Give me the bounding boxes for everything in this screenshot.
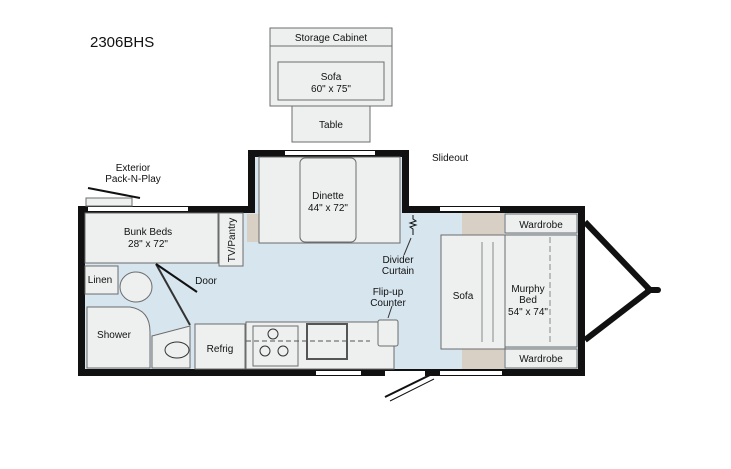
divider-label-2: Curtain [382, 266, 414, 277]
sofa-label: Sofa [453, 291, 474, 302]
divider-label-1: Divider [382, 255, 414, 266]
model-name: 2306BHS [90, 34, 154, 51]
table [291, 105, 371, 143]
linen [84, 265, 119, 295]
door-label: Door [195, 276, 217, 287]
stove-icon [252, 325, 299, 367]
linen-label: Linen [88, 275, 112, 286]
wardrobe-top-label: Wardrobe [519, 220, 563, 231]
tv-pantry-label: TV/Pantry [227, 218, 238, 262]
wardrobe-top [504, 213, 578, 234]
bunk-beds-label: Bunk Beds [124, 227, 172, 238]
tv-pantry [218, 212, 244, 267]
walls [78, 150, 585, 376]
bunk-beds-size: 28" x 72" [128, 239, 168, 250]
slide-sofa-size: 60" x 75" [311, 84, 351, 95]
shower [86, 306, 151, 369]
flip-up-label-2: Counter [370, 298, 406, 309]
slide-sofa-cushion [277, 61, 385, 101]
hitch [582, 219, 655, 343]
pack-n-play [85, 197, 133, 207]
murphy-size: 54" x 74" [508, 307, 548, 318]
slideout-label: Slideout [432, 153, 468, 164]
murphy-bed [504, 234, 578, 348]
slideout-furniture: Storage Cabinet Sofa 60" x 75" Table [269, 27, 393, 143]
storage-cabinet-label: Storage Cabinet [295, 33, 367, 44]
slide-sofa-label: Sofa [321, 72, 342, 83]
flip-up-counter [377, 319, 399, 347]
sofa [440, 234, 506, 350]
refrig-label: Refrig [207, 344, 234, 355]
pack-n-play-label-1: Exterior [116, 163, 151, 174]
entry-door [384, 374, 431, 398]
flip-up-label-1: Flip-up [373, 287, 404, 298]
toilet-icon [119, 271, 153, 303]
bunk-beds [84, 212, 219, 264]
refrigerator [194, 323, 246, 370]
table-label: Table [319, 120, 343, 131]
wardrobe-bottom-label: Wardrobe [519, 354, 563, 365]
dinette-table [299, 157, 357, 243]
wardrobe-bottom [504, 348, 578, 369]
murphy-label-1: Murphy [511, 284, 544, 295]
dinette-label: Dinette [312, 191, 344, 202]
pack-n-play-label-2: Pack-N-Play [105, 174, 161, 185]
dinette-size: 44" x 72" [308, 203, 348, 214]
murphy-label-2: Bed [519, 295, 537, 306]
shower-label: Shower [97, 330, 132, 341]
bathroom-door [155, 263, 198, 293]
